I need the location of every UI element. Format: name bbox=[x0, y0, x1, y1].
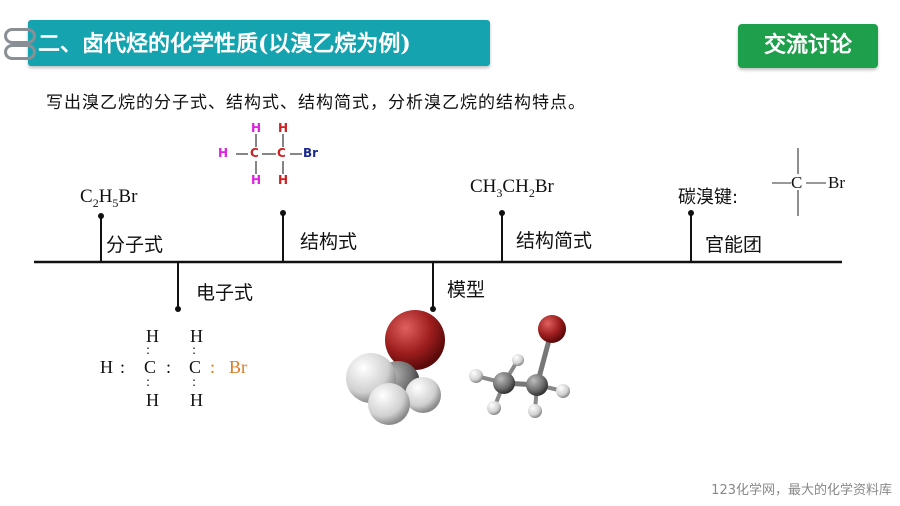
tick-functional-group bbox=[688, 210, 694, 262]
electron-pair: : bbox=[146, 343, 151, 357]
carbon-bromine-bond-label: 碳溴键: bbox=[678, 187, 739, 208]
footer-watermark: 123化学网，最大的化学资料库 bbox=[711, 483, 892, 498]
formula-part: C bbox=[80, 186, 93, 207]
atom-c: C bbox=[250, 146, 259, 160]
atom-h: H bbox=[190, 390, 203, 410]
atom-h: H bbox=[251, 121, 262, 135]
electron-pair: : bbox=[146, 375, 151, 389]
atom-h: H bbox=[100, 357, 113, 377]
atom-h: H bbox=[190, 326, 203, 346]
formula-part: CH bbox=[502, 176, 529, 197]
atom-c: C bbox=[277, 146, 286, 160]
formula-part: Br bbox=[534, 176, 554, 197]
electron-pair: : bbox=[192, 375, 197, 389]
title-bar bbox=[28, 20, 490, 66]
formula-subscript: 2 bbox=[528, 185, 535, 200]
label-electronic-formula: 电子式 bbox=[196, 282, 254, 304]
label-functional-group: 官能团 bbox=[705, 234, 763, 256]
molecular-formula: C2H5Br bbox=[80, 186, 137, 211]
atom-h: H bbox=[251, 173, 262, 187]
electron-pair: : bbox=[210, 357, 216, 377]
condensed-formula: CH3CH2Br bbox=[470, 176, 554, 201]
formula-subscript: 3 bbox=[496, 185, 503, 200]
atom-br: Br bbox=[229, 357, 247, 377]
atom-h: H bbox=[278, 121, 289, 135]
formula-part: H bbox=[98, 186, 113, 207]
label-condensed-formula: 结构简式 bbox=[516, 230, 593, 252]
atom-h: H bbox=[218, 146, 229, 160]
functional-group-bromine: Br bbox=[828, 173, 845, 192]
binder-ring-icon bbox=[4, 44, 36, 60]
atom-h: H bbox=[146, 390, 159, 410]
page-title: 二、卤代烃的化学性质(以溴乙烷为例) bbox=[38, 31, 411, 57]
label-model: 模型 bbox=[447, 279, 486, 301]
atom-h: H bbox=[146, 326, 159, 346]
structural-formula-bonds bbox=[236, 134, 302, 174]
atom-c: C bbox=[189, 357, 202, 377]
tick-model bbox=[430, 262, 436, 312]
formula-subscript: 5 bbox=[112, 195, 119, 210]
functional-group-carbon: C bbox=[791, 173, 803, 192]
label-structural-formula: 结构式 bbox=[300, 231, 358, 253]
atom-c: C bbox=[144, 357, 157, 377]
functional-group-bonds bbox=[772, 148, 826, 216]
electron-pair: : bbox=[120, 357, 126, 377]
tick-molecular-formula bbox=[98, 213, 104, 262]
atom-br: Br bbox=[303, 146, 319, 160]
atom-h: H bbox=[278, 173, 289, 187]
electron-pair: : bbox=[166, 357, 172, 377]
tick-condensed-formula bbox=[499, 210, 505, 262]
space-filling-model bbox=[346, 310, 445, 425]
formula-part: Br bbox=[118, 186, 138, 207]
binder-ring-icon bbox=[4, 28, 36, 44]
ball-and-stick-model bbox=[469, 315, 570, 418]
electron-pair: : bbox=[192, 343, 197, 357]
discuss-button[interactable]: 交流讨论 bbox=[738, 24, 878, 68]
question-prompt: 写出溴乙烷的分子式、结构式、结构简式，分析溴乙烷的结构特点。 bbox=[46, 93, 586, 113]
formula-subscript: 2 bbox=[92, 195, 99, 210]
tick-electronic-formula bbox=[175, 262, 181, 312]
label-molecular-formula: 分子式 bbox=[106, 234, 164, 256]
formula-part: CH bbox=[470, 176, 497, 197]
tick-structural-formula bbox=[280, 210, 286, 262]
